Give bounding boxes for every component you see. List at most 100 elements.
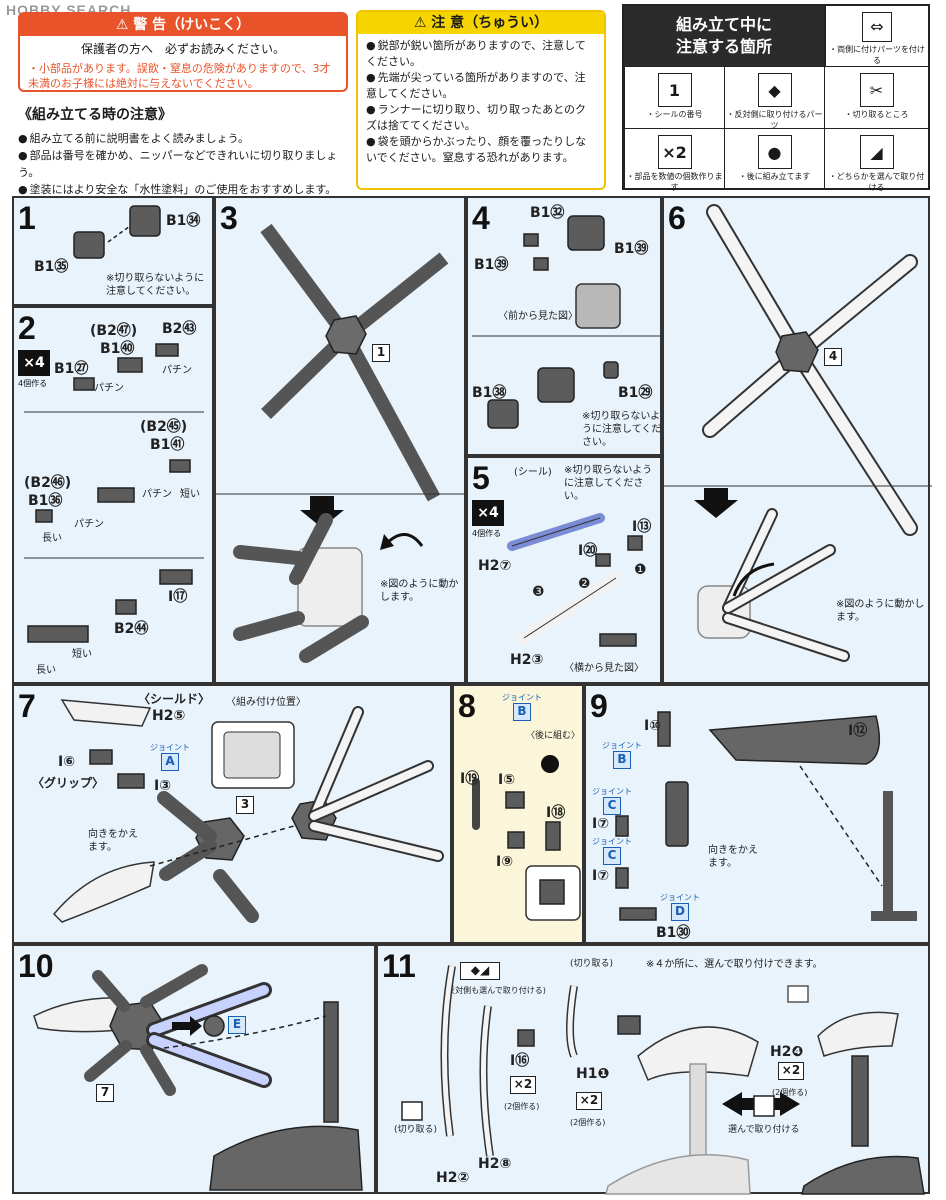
step-note: ※図のように動かします。 (836, 599, 925, 623)
assembly-note: 部品は番号を確かめ、ニッパーなどできれいに切り取りましょう。 (18, 147, 348, 181)
snap-word: パチン (162, 365, 192, 376)
sticker-caption: (シール) (514, 467, 552, 478)
part-label: I⑩ (644, 718, 662, 734)
step-2-panel: 2 ×4 4個作る (B2㊼) B2㊸ B1㊵ B1㉗ (B2㊺) B1㊶ (B… (12, 306, 214, 684)
step-5-illustration (507, 513, 643, 647)
step-4-illustration (472, 215, 660, 429)
part-label: B1㊴ (474, 257, 509, 273)
length-word: 長い (42, 533, 62, 544)
part-label: H2⑦ (478, 558, 512, 574)
caution-list: 鋭部が鋭い箇所がありますので、注意してください。 先端が尖っている箇所があります… (358, 34, 604, 170)
caution-item: ランナーに切り取り、切り取ったあとのクズは捨ててください。 (366, 102, 596, 134)
assembly-note: 組み立てる前に説明書をよく読みましょう。 (18, 130, 348, 147)
step-number: 8 (458, 688, 476, 724)
snap-word: パチン (74, 519, 104, 530)
part-label: H2③ (510, 652, 544, 668)
part-label: H2⑤ (152, 708, 186, 724)
step-8-illustration (472, 755, 581, 921)
step-5-panel: 5 ×4 4個作る (シール) ※切り取らないように注意してください。 H2⑦ … (466, 456, 662, 684)
part-label: I⑨ (496, 854, 514, 870)
step-note: ※切り取らないように注意してください。 (564, 465, 653, 502)
part-label: H2❹ (770, 1044, 804, 1060)
later-icon: ● (757, 135, 792, 169)
part-label: B1㉟ (34, 259, 69, 275)
pick-caption: (反対側も選んで取り付ける) (444, 986, 546, 995)
later-caption: 〈後に組む〉 (526, 731, 581, 741)
part-label: B1㊱ (28, 493, 63, 509)
count-icon: ×2 (657, 135, 692, 169)
step-3-illustration (216, 223, 468, 663)
part-caption: 〈シールド〉 (138, 692, 211, 706)
part-label: (B2㊺) (140, 419, 188, 435)
snap-word: パチン (142, 489, 172, 500)
part-label: B1㉙ (618, 385, 653, 401)
legend-cell-later: ●・後に組み立てます (724, 128, 824, 190)
step-9-illustration (615, 711, 917, 921)
step-6-illustration (664, 204, 932, 662)
legend-cell-sticker: 1・シールの番号 (624, 66, 724, 128)
legend-cell-cut: ✂・切り取るところ (824, 66, 928, 128)
assembly-note: 塗装にはより安全な「水性塗料」のご使用をおすすめします。 (18, 181, 348, 198)
step-note: ※切り取らないように注意してください。 (106, 273, 205, 297)
step-10-illustration (33, 964, 363, 1191)
step-number: 5 (472, 460, 490, 496)
legend-cell-count: ×2・部品を数値の個数作ります (624, 128, 724, 192)
part-label: B1㉗ (54, 361, 89, 377)
step-note: ※４か所に、選んで取り付けできます。 (646, 959, 823, 970)
symbol-legend: 組み立て中に 注意する箇所 ⇔ ・両側に付けパーツを付ける 1・シールの番号 ◆… (622, 4, 930, 192)
caution-box: ⚠ 注 意（ちゅうい） 鋭部が鋭い箇所がありますので、注意してください。 先端が… (356, 10, 606, 190)
sticker-number: 1 (372, 344, 390, 362)
legend-cell-opposite: ◆・反対側に取り付けるパーツ (724, 66, 824, 130)
part-label: H2⑧ (478, 1156, 512, 1172)
caution-item: 鋭部が鋭い箇所がありますので、注意してください。 (366, 38, 596, 70)
snap-word: パチン (94, 383, 124, 394)
quantity-badge: ×4 (472, 500, 504, 526)
step-1-illustration (73, 205, 161, 259)
legend-head-cell: ⇔ ・両側に付けパーツを付ける (824, 6, 928, 66)
cut-icon: ✂ (859, 73, 894, 107)
part-label: H2② (436, 1170, 470, 1186)
step-number: 10 (18, 948, 54, 984)
cut-caption: (切り取る) (570, 959, 614, 969)
step-11-panel: 11 ◆◢ (反対側も選んで取り付ける) (切り取る) ※４か所に、選んで取り付… (376, 944, 930, 1195)
step-number: 3 (220, 200, 238, 236)
part-label: I⑥ (58, 754, 76, 770)
choose-icon: ◢ (859, 135, 894, 169)
part-label: B1㉚ (656, 925, 691, 941)
step-number: 11 (382, 948, 416, 984)
step-4-panel: 4 B1㉜ B1㊴ B1㊴ 〈前から見た図〉 B1㊳ B1㉙ ※切り取らないよう… (466, 196, 662, 456)
sticker-number: 3 (236, 796, 254, 814)
opposite-side-icon: ◆ (757, 73, 792, 107)
part-label: I⑦ (592, 816, 610, 832)
part-label: I⑯ (510, 1053, 530, 1069)
warning-line: 保護者の方へ 必ずお読みください。 (80, 42, 285, 56)
count-badge: ×2 (510, 1076, 536, 1094)
part-label: B1㉞ (166, 213, 201, 229)
order-mark: ❶ (634, 562, 647, 578)
step-1-panel: 1 B1㉞ B1㉟ ※切り取らないように注意してください。 (12, 196, 214, 306)
count-badge: ×2 (778, 1062, 804, 1080)
part-label: I⑫ (848, 723, 868, 739)
step-3-panel: 3 1 ※図のように動かします。 (214, 196, 468, 684)
count-caption: (2個作る) (504, 1102, 540, 1111)
step-number: 7 (18, 688, 36, 724)
step-number: 1 (18, 200, 36, 236)
length-word: 短い (72, 649, 92, 660)
part-label: H1❶ (576, 1066, 610, 1082)
part-label: B1㉜ (530, 205, 565, 221)
step-number: 9 (590, 688, 608, 724)
legend-cell-choose: ◢・どちらかを選んで取り付ける (824, 128, 928, 192)
step-number: 6 (668, 200, 686, 236)
view-caption: 〈横から見た図〉 (564, 663, 644, 674)
part-label: I⑦ (592, 868, 610, 884)
step-10-panel: 10 E 7 (12, 944, 376, 1194)
part-label: I⑤ (498, 772, 516, 788)
part-label: (B2㊻) (24, 475, 72, 491)
warning-title: ⚠ 警 告（けいこく） (20, 14, 346, 36)
legend-title: 組み立て中に 注意する箇所 (624, 6, 824, 66)
sticker-icon: 1 (657, 73, 692, 107)
